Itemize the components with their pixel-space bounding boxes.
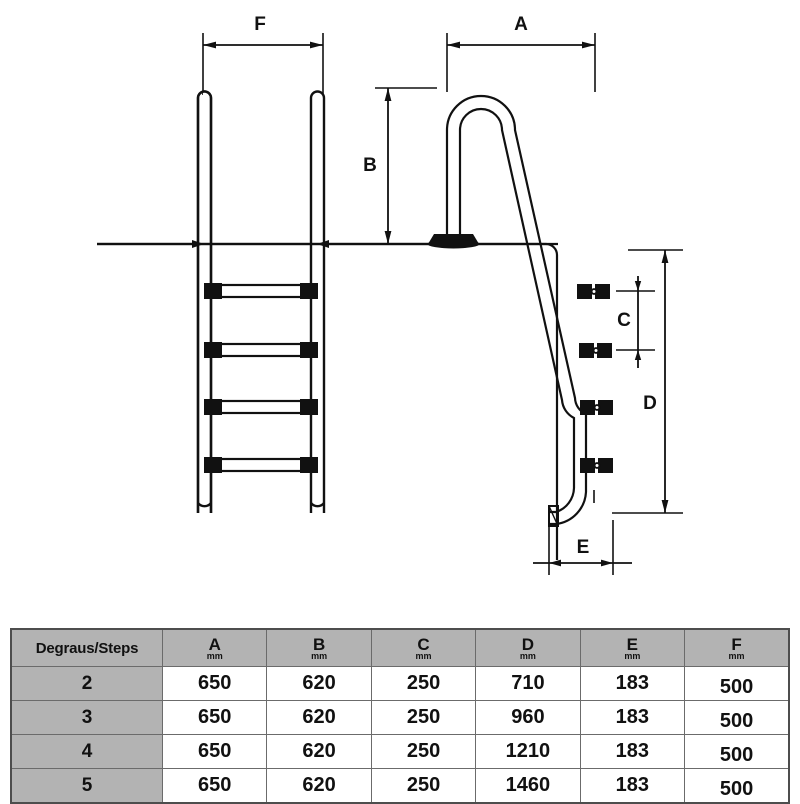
cell-b: 620 (266, 666, 372, 701)
column-header-f-unit: mm (728, 651, 745, 662)
dimension-label-c: C (617, 310, 631, 331)
column-header-e-unit: mm (624, 651, 641, 662)
table-header: Degraus/Steps A mm B mm C mm D (10, 628, 790, 667)
cell-f: 500 (684, 734, 790, 769)
cell-b: 620 (266, 768, 372, 804)
column-header-c: C mm (370, 628, 477, 667)
column-header-e: E mm (579, 628, 686, 667)
column-header-d: D mm (475, 628, 581, 667)
cell-a: 650 (161, 734, 268, 769)
cell-a: 650 (161, 768, 268, 804)
cell-steps: 2 (10, 666, 163, 701)
cell-d: 960 (475, 700, 581, 735)
cell-b: 620 (266, 734, 372, 769)
cell-steps: 4 (10, 734, 163, 769)
cell-e: 183 (579, 768, 686, 804)
side-view-group (97, 94, 613, 560)
cell-c: 250 (370, 666, 477, 701)
cell-e: 183 (579, 700, 686, 735)
column-header-b-unit: mm (311, 651, 328, 662)
cell-steps: 3 (10, 700, 163, 735)
table-header-row: Degraus/Steps A mm B mm C mm D (10, 628, 790, 667)
table-row: 2 650 620 250 710 183 500 (10, 666, 790, 701)
cell-c: 250 (370, 768, 477, 804)
cell-steps: 5 (10, 768, 163, 804)
table-body: 2 650 620 250 710 183 500 3 650 620 250 … (10, 666, 790, 804)
front-step-4 (204, 457, 318, 473)
cell-e: 183 (579, 666, 686, 701)
column-header-e-letter: E (626, 634, 638, 654)
column-header-a: A mm (161, 628, 268, 667)
front-left-rail (196, 90, 213, 513)
cell-d: 1210 (475, 734, 581, 769)
side-step-bracket-1 (577, 284, 610, 299)
dimension-b: B (363, 87, 437, 244)
front-right-rail (309, 90, 326, 513)
dimensions-table: Degraus/Steps A mm B mm C mm D (10, 628, 790, 804)
column-header-a-letter: A (208, 634, 221, 654)
deck-flange (427, 234, 480, 249)
column-header-c-letter: C (417, 634, 430, 654)
dimension-label-a: A (514, 14, 528, 35)
table-row: 5 650 620 250 1460 183 500 (10, 768, 790, 804)
dimension-d: D (612, 249, 683, 514)
front-step-3 (204, 399, 318, 415)
column-header-d-unit: mm (519, 651, 536, 662)
dimension-label-d: D (643, 393, 657, 414)
table-row: 4 650 620 250 1210 183 500 (10, 734, 790, 769)
dimension-label-e: E (577, 537, 590, 558)
dimensions-table-wrapper: Degraus/Steps A mm B mm C mm D (10, 628, 790, 804)
cell-c: 250 (370, 734, 477, 769)
side-step-bracket-4 (580, 458, 613, 473)
cell-d: 710 (475, 666, 581, 701)
front-view-group: F (196, 14, 326, 513)
dimension-f: F (202, 14, 324, 95)
column-header-d-letter: D (521, 634, 535, 654)
dimension-c: C (616, 276, 655, 368)
side-step-bracket-3 (580, 400, 613, 415)
cell-e: 183 (579, 734, 686, 769)
cell-f: 500 (684, 768, 790, 804)
dimension-e: E (533, 490, 632, 575)
cell-f: 500 (684, 666, 790, 701)
dimension-label-f: F (254, 14, 266, 35)
cell-b: 620 (266, 700, 372, 735)
side-step-bracket-2 (579, 343, 612, 358)
column-header-a-unit: mm (206, 651, 223, 662)
front-step-1 (204, 283, 318, 299)
table-row: 3 650 620 250 960 183 500 (10, 700, 790, 735)
column-header-b-letter: B (312, 634, 326, 654)
dimension-a: A (446, 14, 596, 92)
cell-d: 1460 (475, 768, 581, 804)
cell-f: 500 (684, 700, 790, 735)
cell-c: 250 (370, 700, 477, 735)
cell-a: 650 (161, 700, 268, 735)
column-header-b: B mm (266, 628, 372, 667)
dimension-label-b: B (363, 155, 377, 176)
column-header-f: F mm (684, 628, 790, 667)
cell-a: 650 (161, 666, 268, 701)
column-header-c-unit: mm (415, 651, 432, 662)
column-header-steps: Degraus/Steps (10, 628, 163, 667)
front-step-2 (204, 342, 318, 358)
ladder-technical-drawing: F (97, 14, 683, 575)
column-header-f-letter: F (731, 634, 742, 654)
